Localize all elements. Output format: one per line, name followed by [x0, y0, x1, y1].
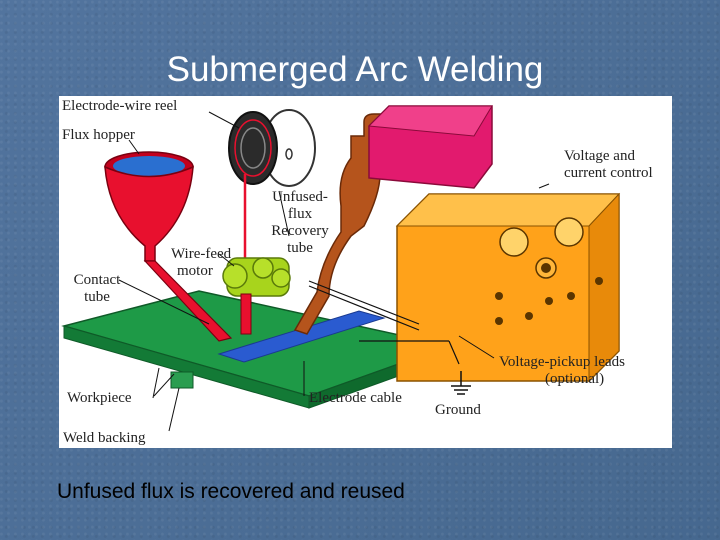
recovery-tube: [293, 113, 385, 335]
label-electrode-wire-reel: Electrode-wire reel: [62, 98, 178, 114]
label-workpiece: Workpiece: [67, 390, 132, 406]
label-voltage-current-control: Voltage and current control: [564, 148, 653, 181]
slide-title: Submerged Arc Welding: [166, 50, 544, 89]
weld-backing: [170, 371, 194, 389]
leader-lines: [118, 111, 550, 432]
slide-caption: Unfused flux is recovered and reused: [57, 480, 405, 503]
diagram-illustration: [61, 105, 621, 432]
label-voltage-pickup-leads: Voltage-pickup leads (optional): [499, 354, 625, 387]
label-flux-hopper: Flux hopper: [62, 127, 135, 143]
label-unfused-flux-recovery-tube: Unfused- flux Recovery tube: [271, 189, 329, 256]
wire-feed-motor: [222, 257, 291, 297]
flux-feed-tube: [143, 260, 233, 342]
label-ground: Ground: [435, 402, 481, 418]
ground-symbol: [451, 371, 471, 395]
label-contact-tube: Contact tube: [73, 272, 121, 305]
welding-diagram: Electrode-wire reel Flux hopper Unfused-…: [59, 96, 672, 448]
contact-tube: [240, 293, 252, 335]
voltage-pickup-lead-1: [308, 280, 420, 325]
voltage-pickup-lead-2: [308, 285, 420, 331]
label-wire-feed-motor: Wire-feed motor: [171, 246, 232, 279]
label-weld-backing: Weld backing: [63, 430, 146, 446]
label-electrode-cable: Electrode cable: [309, 390, 402, 406]
flux-hopper: [104, 165, 194, 262]
control-box: [395, 192, 621, 383]
